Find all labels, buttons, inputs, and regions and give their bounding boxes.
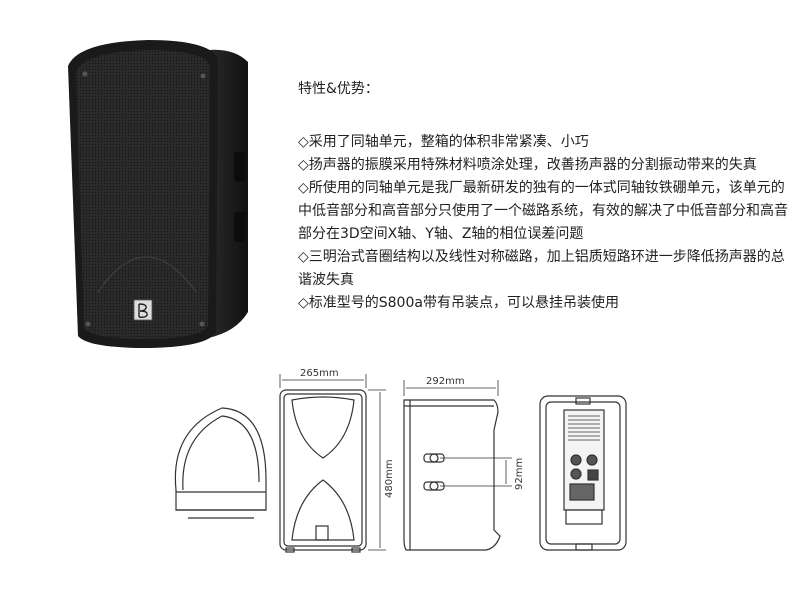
speaker-product-photo (68, 40, 248, 348)
dimension-depth-label: 292mm (426, 376, 465, 387)
dimension-mount-spacing-label: 92mm (514, 458, 525, 490)
feature-item: ◇三明治式音圈结构以及线性对称磁路，加上铝质短路环进一步降低扬声器的总谐波失真 (298, 249, 785, 288)
front-view-drawing (279, 374, 386, 553)
top-view-drawing (174, 407, 267, 519)
features-title: 特性&优势： (298, 81, 379, 97)
features-section: 特性&优势： ◇采用了同轴单元，整箱的体积非常紧凑、小巧 ◇扬声器的振膜采用特殊… (298, 78, 798, 315)
feature-item: ◇采用了同轴单元，整箱的体积非常紧凑、小巧 (298, 134, 589, 150)
rear-view-drawing (539, 395, 627, 551)
feature-item: ◇标准型号的S800a带有吊装点，可以悬挂吊装使用 (298, 295, 619, 311)
dimension-height-label: 480mm (384, 459, 395, 498)
side-view-drawing (403, 380, 512, 551)
feature-item: ◇所使用的同轴单元是我厂最新研发的独有的一体式同轴钕铁硼单元，该单元的中低音部分… (298, 180, 788, 242)
beta3-logo-icon (133, 299, 153, 321)
dimension-width-label: 265mm (300, 368, 339, 379)
feature-item: ◇扬声器的振膜采用特殊材料喷涂处理，改善扬声器的分割振动带来的失真 (298, 157, 757, 173)
technical-drawings: 265mm 292mm 480mm 92mm (174, 368, 627, 553)
